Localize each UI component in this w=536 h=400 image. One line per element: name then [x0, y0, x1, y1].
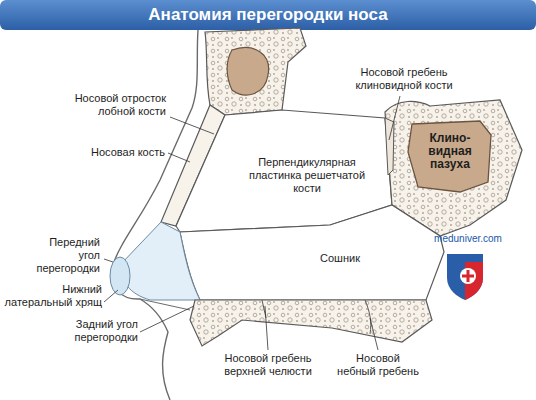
sphenoid-sinus: [408, 121, 491, 192]
part-label: meduniver.com: [418, 232, 518, 245]
title-banner: [0, 0, 536, 30]
part-label: Носовой отросток лобной кости: [40, 92, 166, 118]
site-logo: [447, 254, 483, 300]
part-label: Перпендикулярная пластинка решетчатой ко…: [243, 156, 371, 195]
part-label: Задний угол перегородки: [38, 318, 138, 344]
part-label: Носовой гребень клиновидной кости: [338, 66, 470, 92]
part-label: Носовой небный гребень: [336, 352, 420, 378]
perpendicular-plate: [176, 110, 392, 232]
leader-lines: [104, 96, 400, 350]
vomer: [180, 205, 444, 300]
page-title: Анатомия перегородки носа: [0, 5, 536, 25]
part-label: Нижний латеральный хрящ: [2, 283, 102, 309]
maxilla: [190, 300, 432, 346]
part-label: Передний угол перегородки: [30, 236, 100, 275]
frontal-sinus: [227, 48, 268, 95]
part-label: Сошник: [300, 252, 380, 265]
part-label: Носовая кость: [50, 146, 165, 159]
septal-cartilage: [121, 222, 200, 300]
lateral-cartilage: [110, 257, 130, 295]
part-label: Носовой гребень верхней челюсти: [220, 352, 316, 378]
palatine-crest-line: [365, 300, 371, 334]
frontal-bone: [205, 28, 306, 115]
part-label: Клино-видная пазуха: [421, 132, 479, 171]
nostril-line: [140, 299, 190, 310]
